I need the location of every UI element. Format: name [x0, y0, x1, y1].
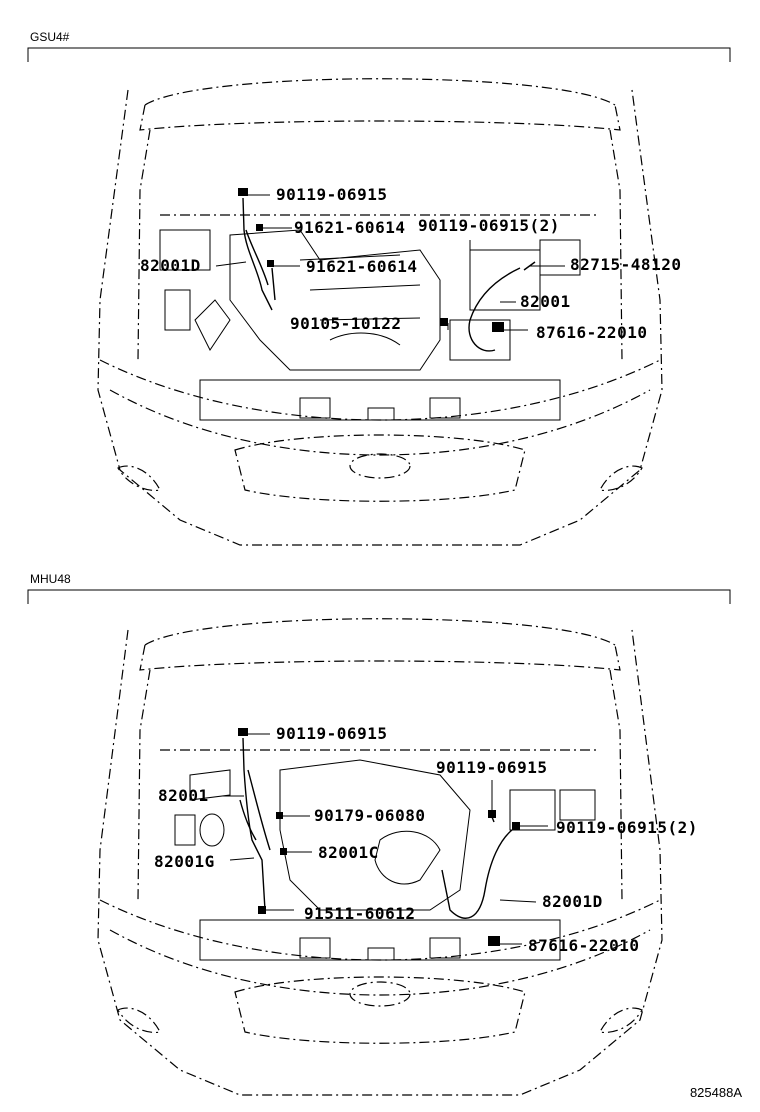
- callout-part-number: 82001D: [140, 256, 201, 275]
- callout-part-number: 90105-10122: [290, 314, 402, 333]
- engine-bay-diagram-gsu4: [27, 47, 731, 546]
- engine-bay-diagram-mhu48: [0, 560, 760, 1112]
- callout-part-number: 90179-06080: [314, 806, 426, 825]
- callout-part-number: 91621-60614: [306, 257, 418, 276]
- callout-part-number: 82001C: [318, 843, 379, 862]
- section-label-gsu4: GSU4#: [30, 30, 70, 44]
- callout-part-number: 91511-60612: [304, 904, 416, 923]
- callout-part-number: 91621-60614: [294, 218, 406, 237]
- callout-part-number: 82001: [520, 292, 571, 311]
- callout-part-number: 90119-06915: [436, 758, 548, 777]
- callout-part-number: 82001D: [542, 892, 603, 911]
- callout-part-number: 82001: [158, 786, 209, 805]
- callout-part-number: 90119-06915: [276, 724, 388, 743]
- diagram-reference-code: 825488A: [689, 1085, 742, 1100]
- section-label-mhu48: MHU48: [30, 572, 71, 586]
- callout-part-number: 90119-06915(2): [556, 818, 698, 837]
- callout-part-number: 87616-22010: [536, 323, 648, 342]
- callout-part-number: 90119-06915(2): [418, 216, 560, 235]
- callout-part-number: 82715-48120: [570, 255, 682, 274]
- callout-part-number: 82001G: [154, 852, 215, 871]
- callout-part-number: 90119-06915: [276, 185, 388, 204]
- callout-part-number: 87616-22010: [528, 936, 640, 955]
